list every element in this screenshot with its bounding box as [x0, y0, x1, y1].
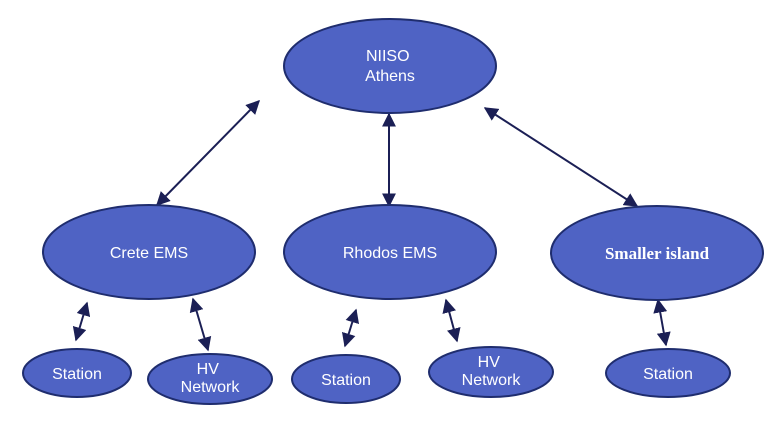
node-smaller-station-label: Station	[643, 366, 693, 383]
node-rhodos-ems-label: Rhodos EMS	[343, 245, 437, 262]
node-rhodos-station-shape	[291, 354, 401, 404]
node-rhodos-station: Station	[291, 354, 401, 404]
node-crete-hv-network-shape	[147, 353, 273, 405]
node-smaller-island-label: Smaller island	[605, 244, 710, 263]
node-smaller-station: Station	[605, 348, 731, 398]
edge-rhodos-hv	[442, 298, 461, 343]
node-rhodos-ems-shape	[283, 204, 497, 300]
node-smaller-station-shape	[605, 348, 731, 398]
node-crete-hv-network-label: HV Network	[181, 361, 241, 396]
node-smaller-island-shape	[550, 205, 764, 301]
edge-crete-hv	[189, 297, 212, 352]
node-rhodos-station-label: Station	[321, 372, 371, 389]
node-rhodos-hv-network-shape	[428, 346, 554, 398]
node-rhodos-ems: Rhodos EMS	[283, 204, 497, 300]
node-crete-station-shape	[22, 348, 132, 398]
node-niiso-athens-label: NIISO Athens	[365, 48, 415, 85]
edge-niiso-smaller	[483, 107, 639, 207]
edge-smaller-station	[653, 298, 671, 347]
edges	[72, 100, 671, 352]
node-niiso-athens-shape	[283, 18, 497, 114]
node-crete-station: Station	[22, 348, 132, 398]
node-niiso-athens: NIISO Athens	[283, 18, 497, 114]
node-rhodos-hv-network: HV Network	[428, 346, 554, 398]
node-crete-ems-shape	[42, 204, 256, 300]
node-crete-station-label: Station	[52, 366, 102, 383]
node-crete-ems-label: Crete EMS	[110, 245, 188, 262]
edge-niiso-crete	[156, 100, 260, 206]
node-smaller-island: Smaller island	[550, 205, 764, 301]
edge-crete-station	[72, 301, 91, 342]
node-crete-ems: Crete EMS	[42, 204, 256, 300]
node-crete-hv-network: HV Network	[147, 353, 273, 405]
node-rhodos-hv-network-label: HV Network	[462, 354, 522, 389]
edge-rhodos-station	[341, 308, 360, 348]
